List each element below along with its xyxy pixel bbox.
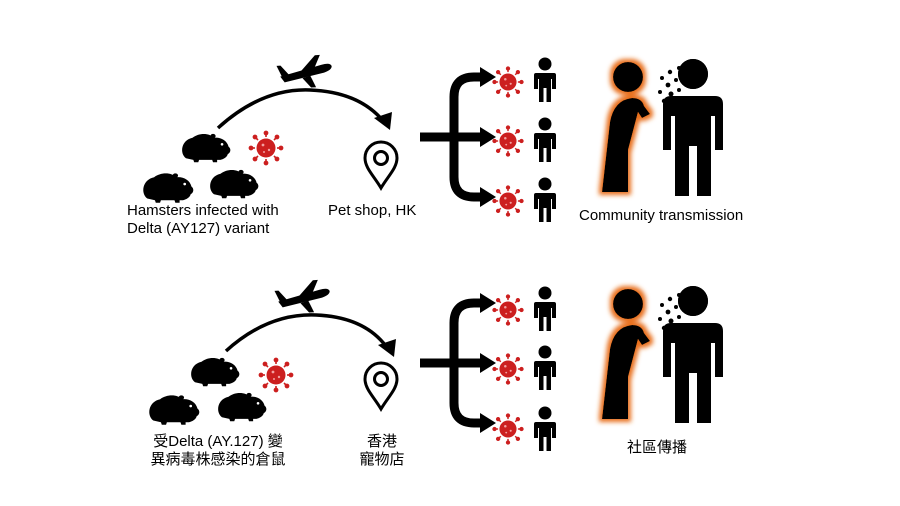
airplane-icon: [275, 54, 334, 90]
virus-icon: [492, 125, 524, 157]
sneeze-person-icon: [602, 289, 650, 419]
panel-chinese-art: [149, 279, 723, 451]
virus-icon: [492, 294, 524, 326]
hamster-icon: [143, 173, 194, 203]
hamster-icon: [182, 133, 231, 163]
flight-arrowhead: [378, 339, 396, 357]
person-icon: [534, 406, 556, 451]
person-icon: [534, 177, 556, 222]
panel-english-art: [143, 54, 723, 222]
spread-arrows: [420, 67, 496, 207]
source-label: 受Delta (AY.127) 變 異病毒株感染的倉鼠: [150, 433, 286, 468]
outcome-label: 社區傳播: [627, 439, 688, 456]
virus-icon: [248, 130, 284, 166]
flight-arc: [216, 88, 386, 130]
person-icon: [534, 117, 556, 162]
destination-label: Pet shop, HK: [328, 202, 417, 219]
hamster-icon: [191, 357, 240, 387]
person-icon: [663, 59, 723, 196]
hamster-icon: [149, 395, 200, 425]
sneeze-person-icon: [602, 62, 650, 192]
spread-arrows: [420, 293, 496, 433]
droplets: [658, 290, 698, 341]
panel-chinese: 受Delta (AY.127) 變 異病毒株感染的倉鼠 香港 寵物店 社區傳播: [0, 253, 900, 506]
airplane-icon: [273, 279, 332, 315]
flight-arrowhead: [374, 112, 392, 130]
panel-english: Hamsters infected with Delta (AY127) var…: [127, 54, 744, 237]
droplets: [658, 63, 698, 114]
destination-label: 香港 寵物店: [359, 433, 405, 468]
person-icon: [534, 57, 556, 102]
outcome-label: Community transmission: [579, 207, 744, 224]
person-icon: [534, 345, 556, 390]
flight-arc: [224, 313, 390, 353]
location-pin-icon: [363, 361, 399, 411]
source-label: Hamsters infected with Delta (AY127) var…: [127, 202, 279, 237]
virus-icon: [492, 185, 524, 217]
virus-icon: [492, 413, 524, 445]
location-pin-icon: [363, 140, 399, 190]
hamster-icon: [218, 392, 267, 422]
person-icon: [663, 286, 723, 423]
virus-icon: [492, 353, 524, 385]
virus-icon: [492, 66, 524, 98]
hamster-icon: [210, 169, 259, 199]
person-icon: [534, 286, 556, 331]
virus-icon: [258, 357, 294, 393]
